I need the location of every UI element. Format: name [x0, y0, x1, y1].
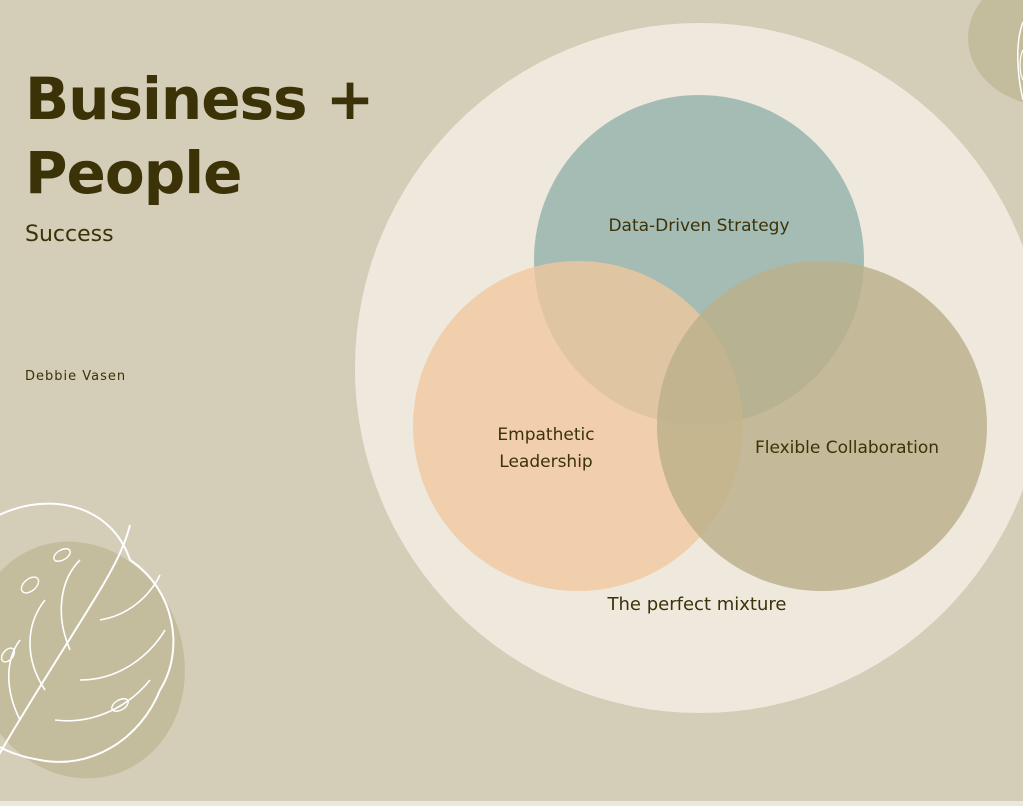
monstera-leaf-corner-icon	[968, 0, 1023, 103]
monstera-leaf-icon	[0, 502, 185, 779]
venn-circle-right	[657, 261, 987, 591]
venn-circle-left	[413, 261, 743, 591]
title-line-1: Business +	[25, 65, 374, 133]
label-leadership: Leadership	[499, 452, 592, 472]
slide-title: Business + People	[25, 62, 374, 210]
title-line-2: People	[25, 139, 242, 207]
slide-subtitle: Success	[25, 222, 114, 247]
bottom-divider	[0, 801, 1023, 806]
author-name: Debbie Vasen	[25, 369, 127, 384]
label-empathetic: Empathetic	[497, 425, 594, 445]
label-data-driven-strategy: Data-Driven Strategy	[608, 216, 789, 236]
venn-caption: The perfect mixture	[607, 594, 787, 615]
label-flexible-collaboration: Flexible Collaboration	[755, 438, 939, 458]
